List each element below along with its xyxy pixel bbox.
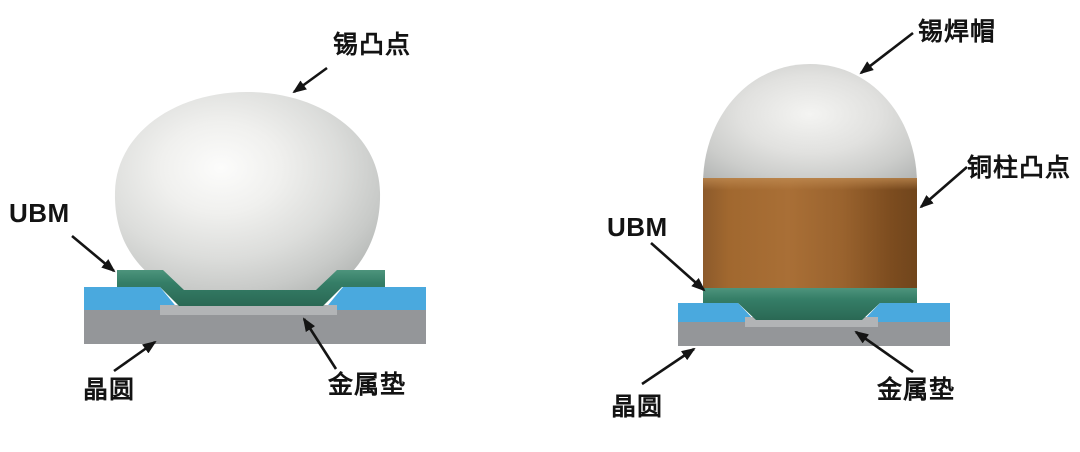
arrow-copper-pillar — [919, 166, 968, 209]
solder-ball-shape — [114, 92, 381, 292]
label-ubm-left: UBM — [9, 198, 70, 228]
copper-pillar-diagram — [678, 64, 950, 346]
label-wafer-left: 晶圆 — [83, 376, 136, 404]
arrow-ubm-right — [650, 242, 706, 292]
copper-pillar-top-sheen — [703, 178, 917, 190]
arrow-solder-cap — [859, 31, 914, 75]
passivation-layer-right-a — [678, 303, 756, 322]
wafer-substrate-left — [84, 310, 426, 344]
label-pad-right: 金属垫 — [877, 376, 956, 404]
label-wafer-right: 晶圆 — [611, 393, 664, 421]
passivation-layer-left-b — [324, 287, 426, 310]
copper-pillar-shape — [703, 178, 917, 292]
label-copper-pillar: 铜柱凸点 — [967, 154, 1072, 182]
arrow-wafer-right — [641, 347, 696, 386]
arrow-ubm-left — [71, 235, 116, 273]
arrow-pad-right — [854, 330, 914, 374]
metal-pad-right — [745, 317, 878, 327]
arrow-solder-bump — [292, 66, 328, 94]
ubm-layer-left — [117, 270, 385, 306]
solder-cap-shape — [703, 64, 917, 184]
label-ubm-right: UBM — [607, 212, 668, 242]
arrow-pad-left — [302, 317, 338, 370]
passivation-layer-left-a — [84, 287, 179, 310]
label-solder-bump: 锡凸点 — [333, 31, 412, 59]
label-solder-cap: 锡焊帽 — [918, 18, 997, 46]
ubm-layer-right — [703, 288, 917, 320]
label-pad-left: 金属垫 — [328, 371, 407, 399]
metal-pad-left — [160, 305, 337, 315]
arrow-wafer-left — [113, 340, 157, 373]
passivation-layer-right-b — [862, 303, 950, 322]
solder-bump-diagram — [84, 92, 426, 344]
annotation-arrows — [71, 31, 968, 386]
